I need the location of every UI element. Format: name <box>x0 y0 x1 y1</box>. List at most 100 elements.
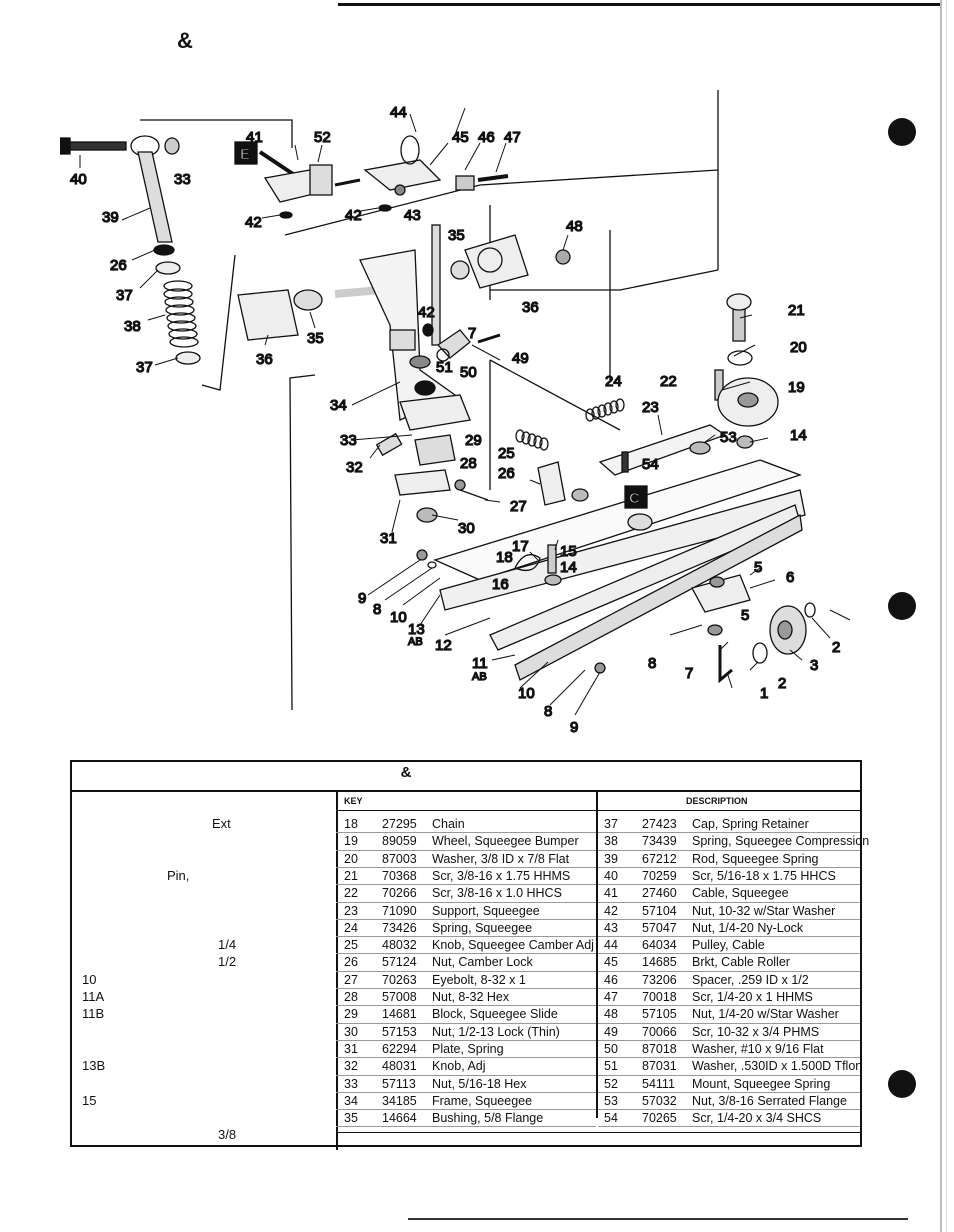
header-key: KEY <box>344 796 363 806</box>
part-description: Cable, Squeegee <box>692 886 789 901</box>
part-key: 28 <box>344 990 358 1004</box>
block-29 <box>414 434 456 466</box>
row-rule <box>598 884 860 886</box>
plate-31 <box>394 469 451 496</box>
part-key: 49 <box>604 1024 618 1039</box>
callout-10: 10 <box>518 685 535 702</box>
row-rule <box>598 901 860 903</box>
part-number: 70066 <box>642 1024 677 1039</box>
part-description: Brkt, Cable Roller <box>692 955 790 970</box>
part-key: 44 <box>604 938 618 953</box>
frame-line <box>490 269 719 291</box>
callout-49: 49 <box>512 350 529 367</box>
callout-31: 31 <box>380 530 397 547</box>
frame-line <box>284 169 719 236</box>
row-rule <box>598 1022 860 1024</box>
part-description: Scr, 10-32 x 3/4 PHMS <box>692 1024 820 1039</box>
callout-54: 54 <box>642 456 659 473</box>
screw-49 <box>477 333 501 344</box>
eyebolt-27 <box>459 489 489 501</box>
washer-20 <box>727 350 753 366</box>
screw-47 <box>477 174 509 182</box>
callout-8: 8 <box>373 601 381 618</box>
part-number: 48032 <box>382 938 417 953</box>
callout-20: 20 <box>790 339 807 356</box>
callout-8: 8 <box>648 655 656 672</box>
part-key: 37 <box>604 817 618 831</box>
support-23 <box>598 424 727 476</box>
washer-14b <box>544 574 562 586</box>
part-number: 57008 <box>382 990 417 1004</box>
part-row: 49 70066 Scr, 10-32 x 3/4 PHMS <box>604 1024 860 1041</box>
part-number: 70018 <box>642 990 677 1004</box>
part-key: 19 <box>344 834 358 849</box>
nut-5b <box>707 624 723 636</box>
part-number: 64034 <box>642 938 677 953</box>
bushing-35b <box>450 260 470 280</box>
row-rule <box>598 970 860 972</box>
header-description: DESCRIPTION <box>686 796 748 806</box>
callout-30: 30 <box>458 520 475 537</box>
row-rule <box>336 1126 596 1128</box>
row-rule <box>598 1039 860 1041</box>
frame-line <box>140 119 293 148</box>
part-key: 25 <box>344 938 358 953</box>
callout-11: 11 <box>472 655 488 672</box>
row-rule <box>598 988 860 989</box>
callout-5: 5 <box>741 607 749 624</box>
part-description: Nut, 1/2-13 Lock (Thin) <box>432 1024 560 1039</box>
frame-line <box>201 254 236 391</box>
pulley-44 <box>400 135 420 165</box>
part-description: Scr, 1/4-20 x 3/4 SHCS <box>692 1111 822 1126</box>
plate-6 <box>691 574 751 613</box>
part-description: Washer, 3/8 ID x 7/8 Flat <box>432 851 570 866</box>
part-number: 54111 <box>642 1076 675 1091</box>
bushing-35a <box>477 247 503 273</box>
nut-42c <box>422 323 434 337</box>
callout-37: 37 <box>136 359 153 376</box>
callout-5: 5 <box>754 559 762 576</box>
part-description: Scr, 3/8-16 x 1.75 HHMS <box>432 868 571 883</box>
callout-8: 8 <box>544 703 552 720</box>
row-rule <box>598 849 860 851</box>
part-number: 70266 <box>382 886 417 901</box>
row-rule <box>336 884 596 886</box>
part-key: 26 <box>344 955 358 970</box>
part-key: 23 <box>344 903 358 918</box>
callout-35: 35 <box>307 330 324 347</box>
callout-17: 17 <box>512 538 529 555</box>
frame-base <box>399 394 471 431</box>
part-number: 57105 <box>642 1007 677 1022</box>
callout-38: 38 <box>124 318 141 335</box>
part-description: Knob, Adj <box>432 1059 486 1074</box>
bolt-40 <box>67 141 127 151</box>
row-rule <box>336 1022 596 1024</box>
washer-50 <box>436 348 450 362</box>
callout-26: 26 <box>110 257 127 274</box>
washer-26 <box>153 244 175 256</box>
left-column-fragment: 11B <box>82 1006 105 1022</box>
part-key: 52 <box>604 1076 618 1091</box>
row-rule <box>598 866 860 868</box>
row-rule <box>336 936 596 938</box>
part-description: Spring, Squeegee Compression <box>692 834 870 849</box>
binder-hole-middle <box>888 592 916 620</box>
row-rule <box>336 1091 596 1093</box>
screw-9a <box>416 549 428 561</box>
part-number: 57104 <box>642 903 677 918</box>
row-rule <box>598 918 860 920</box>
part-key: 41 <box>604 886 618 901</box>
callout-26: 26 <box>498 465 515 482</box>
row-rule <box>336 918 596 920</box>
